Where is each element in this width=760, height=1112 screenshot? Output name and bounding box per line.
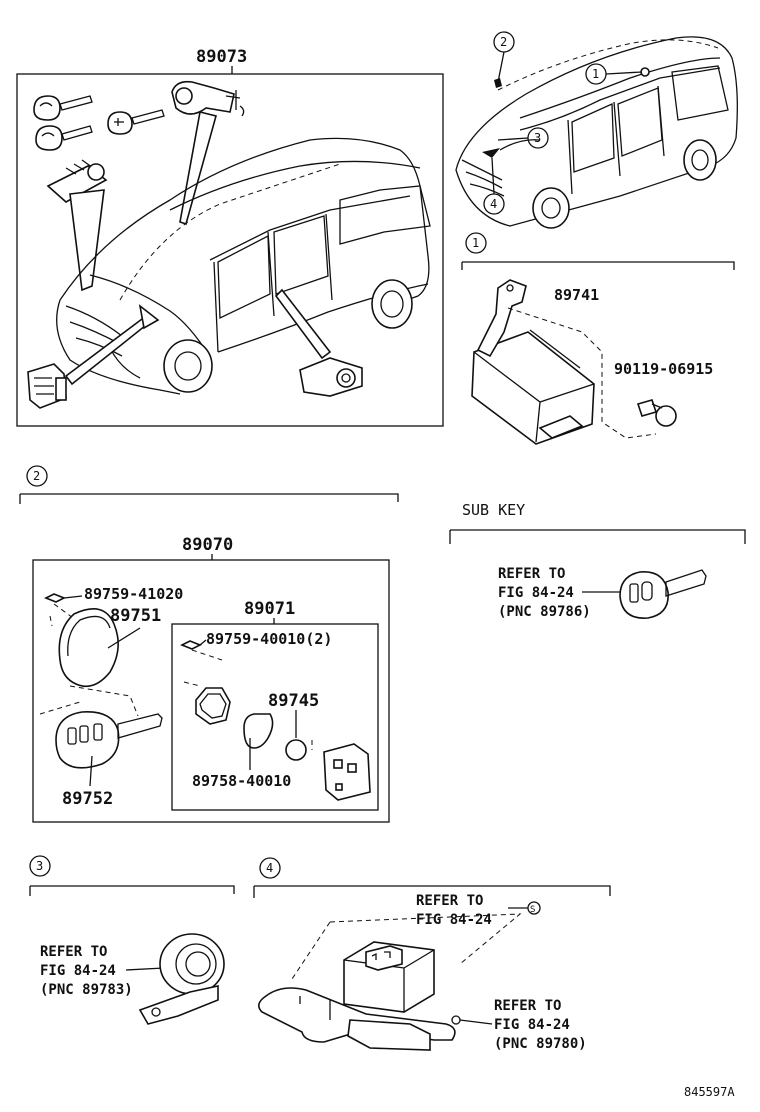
- sub-key-ref-line3: (PNC 89786): [498, 604, 591, 620]
- section-number: 3: [36, 859, 43, 873]
- group-89071-box: [171, 623, 379, 811]
- section-number: 4: [266, 861, 273, 875]
- sec4-ref-bottom-line3: (PNC 89780): [494, 1036, 587, 1052]
- group-89073-box: [16, 73, 444, 427]
- section-2: 2 89070 89759-41020 89751 89752 89071 89…: [19, 465, 399, 823]
- sub-key-icon: [619, 569, 707, 619]
- sec4-ref-top-line1: REFER TO: [416, 893, 483, 909]
- callout-car: 1 2 3 4: [455, 31, 738, 229]
- ignition-coil-icon: [138, 933, 225, 1025]
- callout-number: 3: [534, 131, 541, 145]
- section-4: 4 REFER TO FIG 84-24 S REFER TO FIG 84-2…: [253, 857, 611, 1052]
- key-icon: [35, 125, 93, 151]
- sub-key-ref-line2: FIG 84-24: [498, 585, 574, 601]
- group-89070-label: 89070: [182, 535, 233, 555]
- key-icon: [33, 95, 93, 121]
- pointer-arrow: [274, 288, 332, 360]
- arrow-head: [138, 304, 160, 330]
- ignition-cylinder-icon: [46, 159, 108, 203]
- sec3-ref-line1: REFER TO: [40, 944, 107, 960]
- figure-code: 845597A: [684, 1085, 735, 1099]
- van-illustration: [56, 137, 431, 395]
- battery-icon: [285, 739, 307, 761]
- pointer-arrow: [69, 189, 105, 292]
- control-module-icon: [258, 941, 461, 1051]
- sec4-ref-top-line2: FIG 84-24: [416, 912, 492, 928]
- section-3: 3 REFER TO FIG 84-24 (PNC 89783): [29, 855, 235, 1025]
- key-transmitter-icon: [55, 711, 163, 769]
- door-lock-actuator-icon: [171, 80, 245, 117]
- section-1: 1 89741 90119-06915: [461, 232, 735, 445]
- part-89758-40010-label: 89758-40010: [192, 772, 291, 790]
- callout-number: 1: [592, 67, 599, 81]
- sec3-ref-line2: FIG 84-24: [40, 963, 116, 979]
- part-89759-41020-label: 89759-41020: [84, 585, 183, 603]
- section-number: 1: [472, 236, 479, 250]
- section-number: 2: [33, 469, 40, 483]
- sub-key-ref-line1: REFER TO: [498, 566, 565, 582]
- screw-icon: [180, 640, 202, 650]
- part-89745-label: 89745: [268, 691, 319, 711]
- key-icon: [107, 109, 165, 135]
- door-lock-icon: [27, 363, 67, 409]
- pointer-arrow: [179, 111, 217, 226]
- bolt-icon: [636, 399, 677, 427]
- slide-door-lock-icon: [299, 357, 363, 397]
- part-89741-label: 89741: [554, 286, 599, 304]
- part-89759-40010-label: 89759-40010(2): [206, 630, 332, 648]
- circuit-board-icon: [323, 743, 371, 801]
- group-89073: 89073: [16, 47, 444, 427]
- sub-key-section: SUB KEY REFER TO FIG 84-24 (PNC 89786): [449, 501, 746, 620]
- sec4-ref-bottom-line2: FIG 84-24: [494, 1017, 570, 1033]
- sec3-ref-line3: (PNC 89783): [40, 982, 133, 998]
- part-89751-label: 89751: [110, 606, 161, 626]
- part-90119-06915-label: 90119-06915: [614, 360, 713, 378]
- group-89073-label: 89073: [196, 47, 247, 67]
- s-mark-letter: S: [530, 905, 535, 915]
- callout-number: 4: [490, 197, 497, 211]
- door-control-receiver-icon: [471, 279, 595, 445]
- sec4-ref-bottom-line1: REFER TO: [494, 998, 561, 1014]
- screw-icon: [44, 593, 66, 603]
- sub-key-title: SUB KEY: [462, 501, 525, 519]
- group-89071-label: 89071: [244, 599, 295, 619]
- part-89752-label: 89752: [62, 789, 113, 809]
- group-89070-box: [32, 559, 390, 823]
- gasket-icon: [243, 713, 274, 749]
- key-cover-icon: [58, 608, 119, 688]
- callout-number: 2: [500, 35, 507, 49]
